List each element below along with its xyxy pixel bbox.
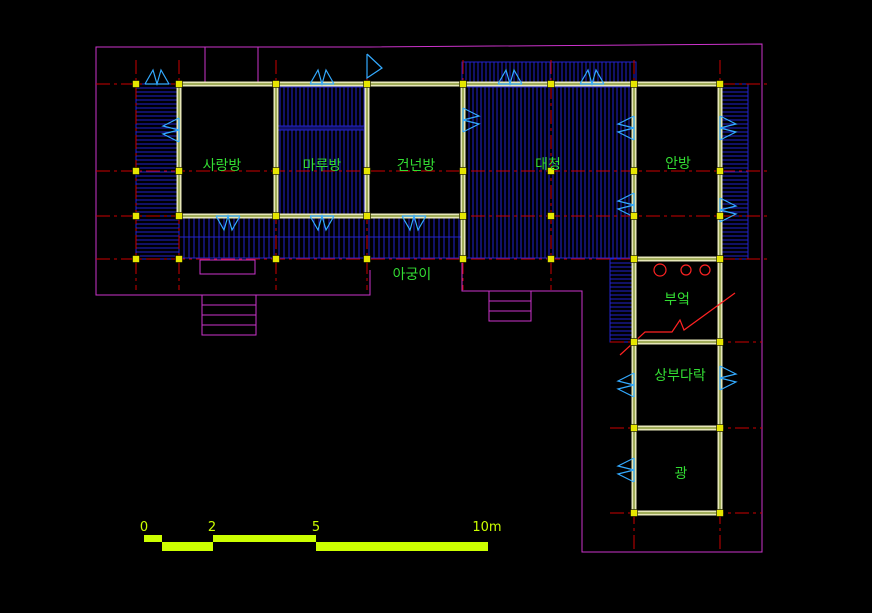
columns — [132, 80, 724, 517]
room-label-agungi: 아궁이 — [393, 267, 432, 283]
room-label-daecheong: 대청 — [535, 157, 561, 173]
room-label-bueok: 부엌 — [664, 292, 690, 308]
room-label-marubang: 마루방 — [303, 158, 342, 174]
walls — [176, 81, 723, 516]
hearth-icon — [653, 263, 667, 277]
room-label-sangbudarak: 상부다락 — [654, 368, 706, 384]
scale-bar: 0 2 5 10m — [140, 520, 502, 551]
doors — [144, 53, 738, 483]
entry-steps — [201, 290, 532, 336]
room-label-anbang: 안방 — [665, 156, 691, 172]
room-label-gwang: 광 — [675, 466, 688, 482]
floor-boards — [135, 61, 749, 343]
scale-tick-label: 0 — [140, 520, 148, 535]
room-label-sarangbang: 사랑방 — [203, 158, 242, 174]
hearth-icon — [699, 264, 711, 276]
site-outline — [95, 43, 763, 553]
kitchen-hearths — [619, 263, 736, 356]
scale-tick-label: 5 — [312, 520, 320, 535]
hearth-icon — [680, 264, 692, 276]
scale-tick-label: 2 — [208, 520, 216, 535]
room-label-geonneonbang: 건넌방 — [397, 158, 436, 174]
scale-tick-label: 10m — [472, 520, 501, 535]
